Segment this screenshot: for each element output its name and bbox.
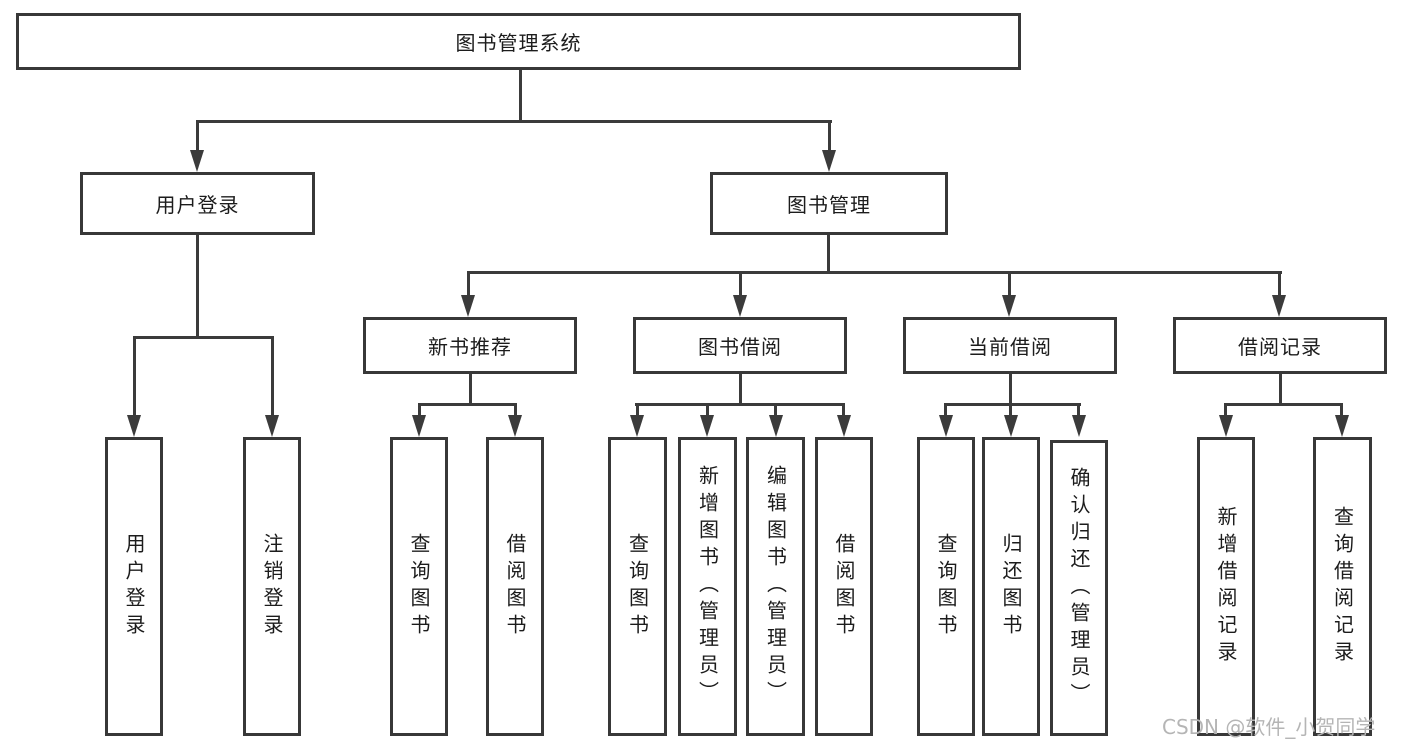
connector-drop-leaf [774, 403, 777, 415]
leaf-records-query-record: 查询借阅记录 [1313, 437, 1372, 736]
node-current-borrow: 当前借阅 [903, 317, 1117, 374]
leaf-newbook-borrow-books: 借阅图书 [486, 437, 544, 736]
connector-records-hline [1224, 403, 1343, 406]
connector-drop-logout-leaf [271, 336, 274, 415]
leaf-label: 确认归还（管理员） [1067, 466, 1091, 710]
arrow-down-icon [461, 295, 475, 317]
leaf-label: 查询图书 [625, 532, 650, 641]
connector-drop-leaf [1224, 403, 1227, 415]
arrow-down-icon [630, 415, 644, 437]
node-library-system-root: 图书管理系统 [16, 13, 1021, 70]
leaf-label: 新增图书（管理员） [695, 465, 720, 708]
leaf-label: 查询图书 [407, 532, 431, 641]
node-user-login-branch: 用户登录 [80, 172, 315, 235]
node-label: 借阅记录 [1238, 335, 1322, 359]
connector-root-vline [519, 70, 522, 123]
leaf-borrow-edit-books-admin: 编辑图书（管理员） [746, 437, 805, 736]
connector-drop-leaf [418, 403, 421, 415]
arrow-down-icon [1219, 415, 1233, 437]
arrow-down-icon [822, 150, 836, 172]
node-label: 图书管理 [787, 193, 871, 217]
arrow-down-icon [733, 295, 747, 317]
arrow-down-icon [508, 415, 522, 437]
leaf-label: 注销登录 [260, 532, 284, 641]
connector-drop-current-borrow [1008, 271, 1011, 297]
leaf-records-add-record: 新增借阅记录 [1197, 437, 1255, 736]
node-book-management-branch: 图书管理 [710, 172, 948, 235]
connector-drop-book-management [828, 120, 831, 152]
node-label: 图书借阅 [698, 335, 782, 359]
arrow-down-icon [1272, 295, 1286, 317]
connector-drop-leaf [636, 403, 639, 415]
arrow-down-icon [1002, 295, 1016, 317]
leaf-current-confirm-return-admin: 确认归还（管理员） [1050, 440, 1108, 736]
connector-drop-new-book [467, 271, 470, 297]
leaf-borrow-add-books-admin: 新增图书（管理员） [678, 437, 737, 736]
node-label: 图书管理系统 [455, 31, 582, 55]
leaf-logout: 注销登录 [243, 437, 301, 736]
connector-drop-leaf [842, 403, 845, 415]
connector-drop-leaf [1340, 403, 1343, 415]
connector-drop-leaf [1009, 403, 1012, 415]
node-new-book-recommend: 新书推荐 [363, 317, 577, 374]
connector-drop-leaf [944, 403, 947, 415]
node-label: 新书推荐 [428, 335, 512, 359]
leaf-borrow-borrow-books: 借阅图书 [815, 437, 873, 736]
connector-drop-book-borrow [739, 271, 742, 297]
leaf-label: 用户登录 [122, 532, 146, 641]
leaf-label: 归还图书 [999, 532, 1023, 641]
connector-root-hline [196, 120, 832, 123]
leaf-current-query-books: 查询图书 [917, 437, 975, 736]
connector-drop-borrow-records [1278, 271, 1281, 297]
connector-currentborrow-hline [944, 403, 1081, 406]
leaf-label: 查询图书 [934, 532, 958, 641]
node-label: 用户登录 [155, 193, 240, 217]
connector-bookmgmt-hline [467, 271, 1282, 274]
connector-bookborrow-vline [739, 374, 742, 405]
connector-userlogin-hline [133, 336, 274, 339]
leaf-label: 借阅图书 [832, 532, 856, 641]
leaf-label: 借阅图书 [503, 532, 527, 641]
leaf-label: 新增借阅记录 [1214, 505, 1238, 668]
connector-bookborrow-hline [635, 403, 845, 406]
connector-drop-leaf [1077, 403, 1080, 415]
connector-bookmgmt-vline [827, 235, 830, 274]
arrow-down-icon [1072, 415, 1086, 437]
arrow-down-icon [1004, 415, 1018, 437]
arrow-down-icon [837, 415, 851, 437]
leaf-current-return-books: 归还图书 [982, 437, 1040, 736]
connector-drop-leaf [706, 403, 709, 415]
connector-currentborrow-vline [1009, 374, 1012, 405]
node-book-borrow: 图书借阅 [633, 317, 847, 374]
watermark-text: CSDN @软件_小贺同学 [1162, 715, 1376, 739]
connector-newbook-vline [469, 374, 472, 405]
arrow-down-icon [412, 415, 426, 437]
leaf-newbook-query-books: 查询图书 [390, 437, 448, 736]
leaf-label: 查询借阅记录 [1330, 505, 1355, 668]
arrow-down-icon [265, 415, 279, 437]
connector-drop-user-login [196, 120, 199, 152]
connector-drop-leaf [514, 403, 517, 415]
connector-drop-login-leaf [133, 336, 136, 415]
connector-records-vline [1279, 374, 1282, 405]
node-label: 当前借阅 [968, 335, 1052, 359]
node-borrow-records: 借阅记录 [1173, 317, 1387, 374]
arrow-down-icon [1335, 415, 1349, 437]
leaf-label: 编辑图书（管理员） [763, 465, 788, 708]
connector-newbook-hline [418, 403, 517, 406]
arrow-down-icon [127, 415, 141, 437]
arrow-down-icon [190, 150, 204, 172]
arrow-down-icon [769, 415, 783, 437]
leaf-user-login: 用户登录 [105, 437, 163, 736]
arrow-down-icon [939, 415, 953, 437]
connector-userlogin-vline [196, 235, 199, 339]
arrow-down-icon [700, 415, 714, 437]
leaf-borrow-query-books: 查询图书 [608, 437, 667, 736]
